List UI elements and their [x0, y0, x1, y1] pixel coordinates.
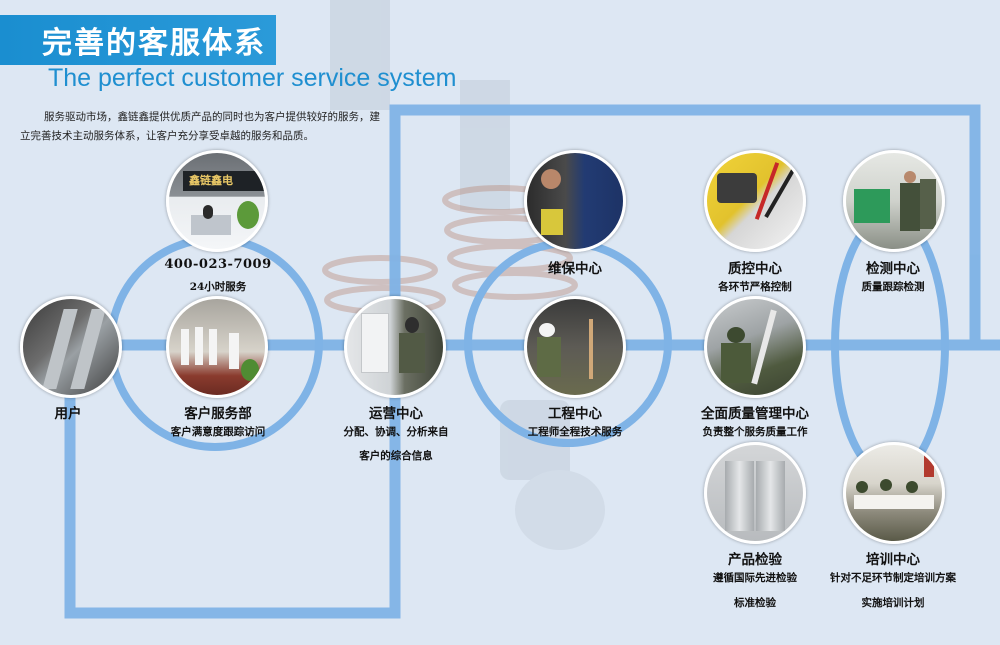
operations-photo: [344, 296, 446, 398]
node-user-title: 用户: [55, 402, 82, 422]
page-title: 完善的客服体系: [42, 18, 266, 62]
node-engineering-desc: 工程师全程技术服务: [528, 424, 623, 439]
training-photo: [843, 442, 945, 544]
node-product-inspection-desc-line2: 标准检验: [734, 595, 776, 610]
node-customer-service-title: 客户服务部: [184, 402, 252, 422]
node-maintenance-title: 维保中心: [548, 257, 602, 277]
node-tqm-title: 全面质量管理中心: [701, 402, 809, 422]
tqm-photo: [704, 296, 806, 398]
node-engineering-title: 工程中心: [548, 402, 602, 422]
page-subtitle: The perfect customer service system: [48, 64, 456, 93]
node-operations-desc-line1: 分配、协调、分析来自: [344, 424, 449, 439]
customer-service-photo: [166, 296, 268, 398]
user-escalator-photo: [20, 296, 122, 398]
node-training-desc-line1: 针对不足环节制定培训方案: [830, 570, 956, 585]
node-training-desc-line2: 实施培训计划: [862, 595, 925, 610]
node-training-title: 培训中心: [866, 548, 920, 568]
intro-paragraph: 服务驱动市场，鑫链鑫提供优质产品的同时也为客户提供较好的服务，建立完善技术主动服…: [20, 108, 380, 146]
front-desk-sign: 鑫链鑫电: [183, 171, 268, 191]
node-quality-control-title: 质控中心: [728, 257, 782, 277]
node-inspection-desc: 质量跟踪检测: [862, 279, 925, 294]
node-tqm-desc: 负责整个服务质量工作: [703, 424, 808, 439]
product-inspection-photo: [704, 442, 806, 544]
node-product-inspection-title: 产品检验: [728, 548, 782, 568]
node-operations-desc-line2: 客户的综合信息: [359, 448, 433, 463]
hotline-number: 400-023-7009: [164, 257, 271, 272]
node-product-inspection-desc-line1: 遵循国际先进检验: [713, 570, 797, 585]
quality-control-photo: [704, 150, 806, 252]
node-inspection-title: 检测中心: [866, 257, 920, 277]
node-customer-service-desc: 客户满意度跟踪访问: [171, 424, 266, 439]
maintenance-photo: [524, 150, 626, 252]
inspection-photo: [843, 150, 945, 252]
hotline-hours: 24小时服务: [190, 279, 247, 294]
node-quality-control-desc: 各环节严格控制: [718, 279, 792, 294]
node-operations-title: 运营中心: [369, 402, 423, 422]
engineering-photo: [524, 296, 626, 398]
front-desk-photo: 鑫链鑫电: [166, 150, 268, 252]
